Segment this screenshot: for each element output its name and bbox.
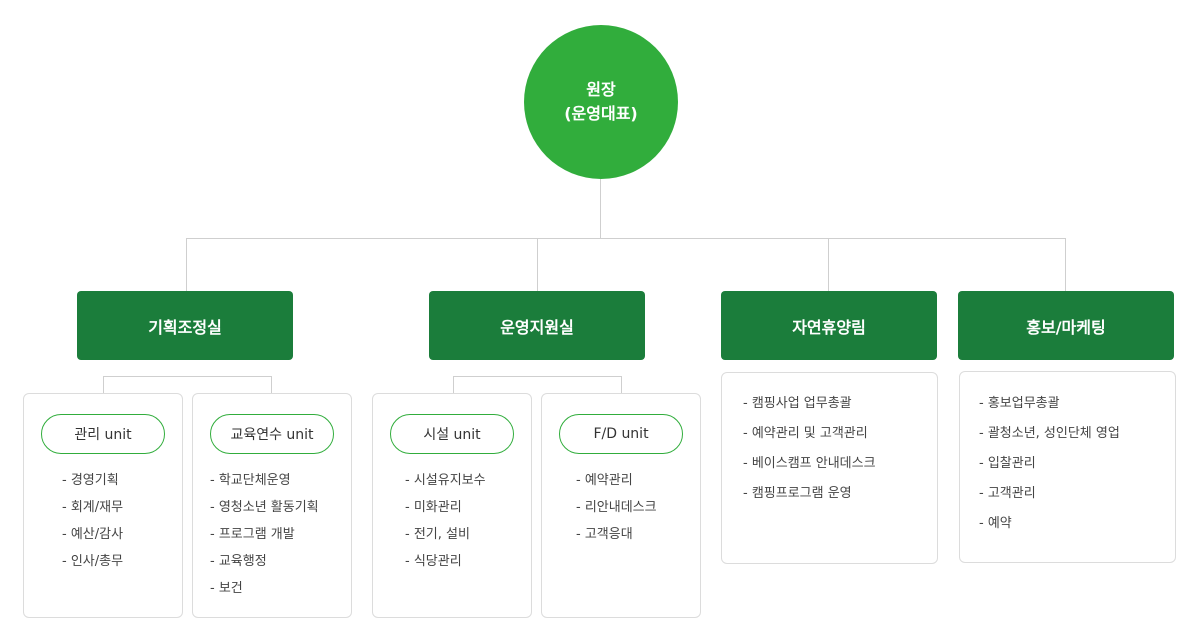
unit-card-frontdesk: F/D unit - 예약관리 - 리안내데스크 - 고객응대 xyxy=(541,393,701,618)
connector-dept-4 xyxy=(1065,238,1066,291)
list-item: - 전기, 설비 xyxy=(405,527,470,542)
list-item: - 예약 xyxy=(979,516,1012,531)
list-item: - 교육행정 xyxy=(210,554,267,569)
unit-list: - 예약관리 - 리안내데스크 - 고객응대 xyxy=(576,467,657,548)
unit-label: 관리 unit xyxy=(74,427,132,443)
connector-dept-1 xyxy=(186,238,187,291)
connector-unit-4 xyxy=(621,376,622,393)
list-item: - 보건 xyxy=(210,581,243,596)
unit-card-management: 관리 unit - 경영기획 - 회계/재무 - 예산/감사 - 인사/총무 xyxy=(23,393,183,618)
list-item: - 예약관리 xyxy=(576,473,633,488)
list-item: - 입찰관리 xyxy=(979,456,1036,471)
dept-label: 자연휴양림 xyxy=(792,317,866,337)
list-item: - 미화관리 xyxy=(405,500,462,515)
list-item: - 시설유지보수 xyxy=(405,473,486,488)
list-item: - 식당관리 xyxy=(405,554,462,569)
unit-label: 교육연수 unit xyxy=(230,427,314,443)
unit-pill: F/D unit xyxy=(559,414,683,454)
dept-operations: 운영지원실 xyxy=(429,291,645,360)
list-item: - 캠핑사업 업무총괄 xyxy=(743,396,852,411)
unit-card-facility: 시설 unit - 시설유지보수 - 미화관리 - 전기, 설비 - 식당관리 xyxy=(372,393,532,618)
forest-duties-card: - 캠핑사업 업무총괄 - 예약관리 및 고객관리 - 베이스캠프 안내데스크 … xyxy=(721,372,938,564)
connector-units-1-horizontal xyxy=(103,376,272,377)
connector-root-vertical xyxy=(600,179,601,238)
list-item: - 예약관리 및 고객관리 xyxy=(743,426,868,441)
dept-label: 홍보/마케팅 xyxy=(1026,317,1106,337)
list-item: - 홍보업무총괄 xyxy=(979,396,1060,411)
root-subtitle: (운영대표) xyxy=(564,104,638,123)
unit-list: - 시설유지보수 - 미화관리 - 전기, 설비 - 식당관리 xyxy=(405,467,486,575)
connector-unit-3 xyxy=(453,376,454,393)
unit-pill: 시설 unit xyxy=(390,414,514,454)
dept-label: 기획조정실 xyxy=(148,317,222,337)
connector-dept-2 xyxy=(537,238,538,291)
connector-dept-3 xyxy=(828,238,829,291)
connector-unit-2 xyxy=(271,376,272,393)
connector-horizontal xyxy=(186,238,1066,239)
connector-units-2-horizontal xyxy=(453,376,622,377)
unit-label: F/D unit xyxy=(593,426,649,442)
duty-list: - 홍보업무총괄 - 괄청소년, 성인단체 영업 - 입찰관리 - 고객관리 -… xyxy=(979,389,1120,539)
list-item: - 경영기획 xyxy=(62,473,119,488)
dept-marketing: 홍보/마케팅 xyxy=(958,291,1174,360)
list-item: - 리안내데스크 xyxy=(576,500,657,515)
marketing-duties-card: - 홍보업무총괄 - 괄청소년, 성인단체 영업 - 입찰관리 - 고객관리 -… xyxy=(959,371,1176,563)
connector-unit-1 xyxy=(103,376,104,393)
list-item: - 프로그램 개발 xyxy=(210,527,295,542)
list-item: - 캠핑프로그램 운영 xyxy=(743,486,852,501)
list-item: - 회계/재무 xyxy=(62,500,124,515)
duty-list: - 캠핑사업 업무총괄 - 예약관리 및 고객관리 - 베이스캠프 안내데스크 … xyxy=(743,389,876,509)
list-item: - 인사/총무 xyxy=(62,554,124,569)
list-item: - 괄청소년, 성인단체 영업 xyxy=(979,426,1120,441)
list-item: - 고객관리 xyxy=(979,486,1036,501)
unit-label: 시설 unit xyxy=(423,427,481,443)
unit-list: - 경영기획 - 회계/재무 - 예산/감사 - 인사/총무 xyxy=(62,467,123,575)
dept-label: 운영지원실 xyxy=(500,317,574,337)
list-item: - 베이스캠프 안내데스크 xyxy=(743,456,876,471)
unit-list: - 학교단체운영 - 영청소년 활동기획 - 프로그램 개발 - 교육행정 - … xyxy=(210,467,319,602)
root-node: 원장 (운영대표) xyxy=(524,25,678,179)
list-item: - 예산/감사 xyxy=(62,527,124,542)
dept-forest: 자연휴양림 xyxy=(721,291,937,360)
unit-pill: 관리 unit xyxy=(41,414,165,454)
root-title: 원장 xyxy=(586,80,616,99)
unit-card-education: 교육연수 unit - 학교단체운영 - 영청소년 활동기획 - 프로그램 개발… xyxy=(192,393,352,618)
list-item: - 학교단체운영 xyxy=(210,473,291,488)
list-item: - 고객응대 xyxy=(576,527,633,542)
unit-pill: 교육연수 unit xyxy=(210,414,334,454)
list-item: - 영청소년 활동기획 xyxy=(210,500,319,515)
dept-planning: 기획조정실 xyxy=(77,291,293,360)
